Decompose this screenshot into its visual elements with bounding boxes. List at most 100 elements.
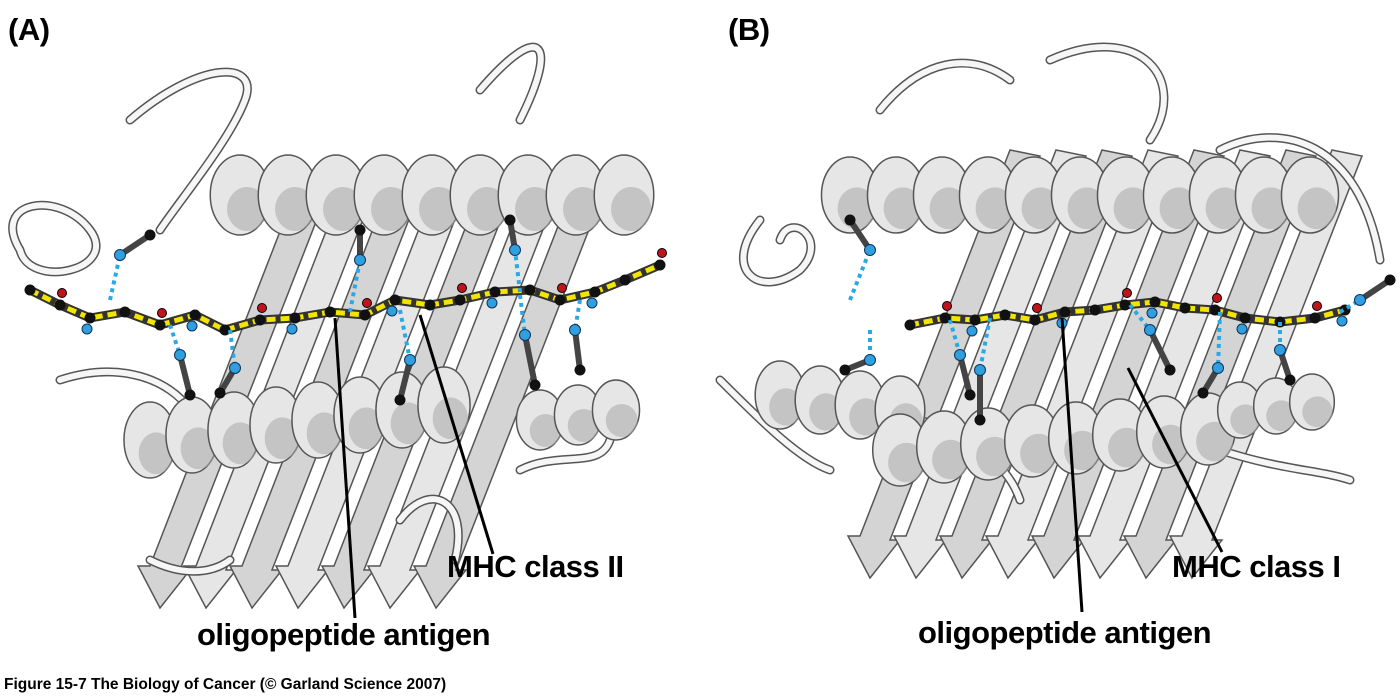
carbon-atom [654, 259, 666, 271]
nitrogen-atom [519, 329, 531, 341]
carbon-atom [1119, 299, 1131, 311]
helix-turn-shade [1230, 404, 1261, 436]
oxygen-atom [57, 288, 67, 298]
carbon-atom [1059, 306, 1071, 318]
nitrogen-atom [186, 320, 198, 332]
nitrogen-atom [966, 325, 978, 337]
side-chain-bond [1358, 277, 1392, 303]
nitrogen-atom [864, 354, 876, 366]
helix-turn-shade [1266, 400, 1297, 432]
loop-ribbon-highlight [1047, 44, 1167, 143]
leader-line-peptide-a [333, 317, 357, 619]
nitrogen-atom [974, 364, 986, 376]
helix-turn-shade [809, 393, 843, 431]
helix-turn-shade [849, 398, 883, 436]
hydrogen-bond [228, 329, 237, 369]
helix-turn-shade [306, 412, 342, 455]
helix-turn-shade [605, 404, 638, 437]
helix-turn-shade [227, 187, 268, 231]
carbon-atom [424, 299, 436, 311]
carbon-atom [974, 414, 986, 426]
nitrogen-atom [509, 244, 521, 256]
figure-caption: Figure 15-7 The Biology of Cancer (© Gar… [4, 676, 447, 693]
helix-turn-shade [611, 187, 652, 231]
nitrogen-atom [354, 254, 366, 266]
carbon-atom [389, 294, 401, 306]
carbon-atom [524, 284, 536, 296]
carbon-atom [1164, 364, 1176, 376]
nitrogen-atom [386, 305, 398, 317]
carbon-atom [324, 306, 336, 318]
leader-line-mhc-class-ii [418, 314, 495, 555]
loop-ribbon-highlight [517, 437, 613, 473]
helix-turn-shade [1064, 430, 1102, 471]
hydrogen-bond [348, 259, 362, 313]
helix-turn-shade [975, 187, 1015, 230]
carbon-atom [1239, 312, 1251, 324]
carbon-atom [154, 319, 166, 331]
helix-turn-shade [390, 402, 426, 445]
helix-turn-shade [264, 417, 300, 460]
helix-turn-shade [138, 432, 174, 475]
oxygen-atom [157, 308, 167, 318]
panel-b-mhc-class-i-structure [715, 42, 1396, 580]
nitrogen-atom [1336, 315, 1348, 327]
side-chain-bond [118, 232, 152, 258]
helix-turn-shade [567, 409, 600, 442]
helix-turn-shade [180, 427, 216, 470]
label-mhc-class-i: MHC class I [1172, 549, 1341, 584]
carbon-atom [1197, 387, 1209, 399]
label-oligopeptide-antigen-a: oligopeptide antigen [197, 617, 491, 652]
nitrogen-atom [404, 354, 416, 366]
carbon-atom [214, 387, 226, 399]
oxygen-atom [657, 248, 667, 258]
alpha-helix [1216, 373, 1336, 439]
loop-ribbon-highlight [397, 496, 462, 563]
carbon-atom [1309, 312, 1321, 324]
carbon-atom [354, 224, 366, 236]
helix-turn-shade [1302, 396, 1333, 428]
helix-turn-shade [1020, 433, 1058, 474]
carbon-atom [184, 389, 196, 401]
helix-turn-shade [348, 407, 384, 450]
side-chain-bond [522, 334, 538, 386]
hydrogen-bond [948, 319, 962, 356]
nitrogen-atom [1144, 324, 1156, 336]
carbon-atom [394, 394, 406, 406]
hydrogen-bond [848, 249, 872, 301]
carbon-atom [254, 314, 266, 326]
nitrogen-atom [586, 297, 598, 309]
helix-turn-shade [929, 187, 969, 230]
alpha-helix [209, 154, 655, 236]
nitrogen-atom [286, 323, 298, 335]
carbon-atom [964, 389, 976, 401]
beta-strand-arrow [1168, 149, 1364, 580]
carbon-atom [359, 309, 371, 321]
carbon-atom [839, 364, 851, 376]
carbon-atom [589, 286, 601, 298]
nitrogen-atom [1212, 362, 1224, 374]
carbon-atom [999, 309, 1011, 321]
alpha-helix [871, 392, 1237, 487]
carbon-atom [844, 214, 856, 226]
nitrogen-atom [229, 362, 241, 374]
nitrogen-atom [1354, 294, 1366, 306]
nitrogen-atom [81, 323, 93, 335]
carbon-atom [489, 286, 501, 298]
carbon-atom [84, 312, 96, 324]
helix-turn-shade [1205, 187, 1245, 230]
carbon-atom [1179, 302, 1191, 314]
alpha-helix [820, 156, 1340, 234]
oxygen-atom [1032, 303, 1042, 313]
nitrogen-atom [174, 349, 186, 361]
carbon-atom [219, 324, 231, 336]
hydrogen-bond [518, 294, 527, 336]
carbon-atom [189, 309, 201, 321]
nitrogen-atom [569, 324, 581, 336]
side-chain-bond [177, 354, 193, 396]
oxygen-atom [1122, 288, 1132, 298]
carbon-atom [1029, 314, 1041, 326]
loop-ribbon-highlight [127, 69, 251, 233]
carbon-atom [529, 379, 541, 391]
